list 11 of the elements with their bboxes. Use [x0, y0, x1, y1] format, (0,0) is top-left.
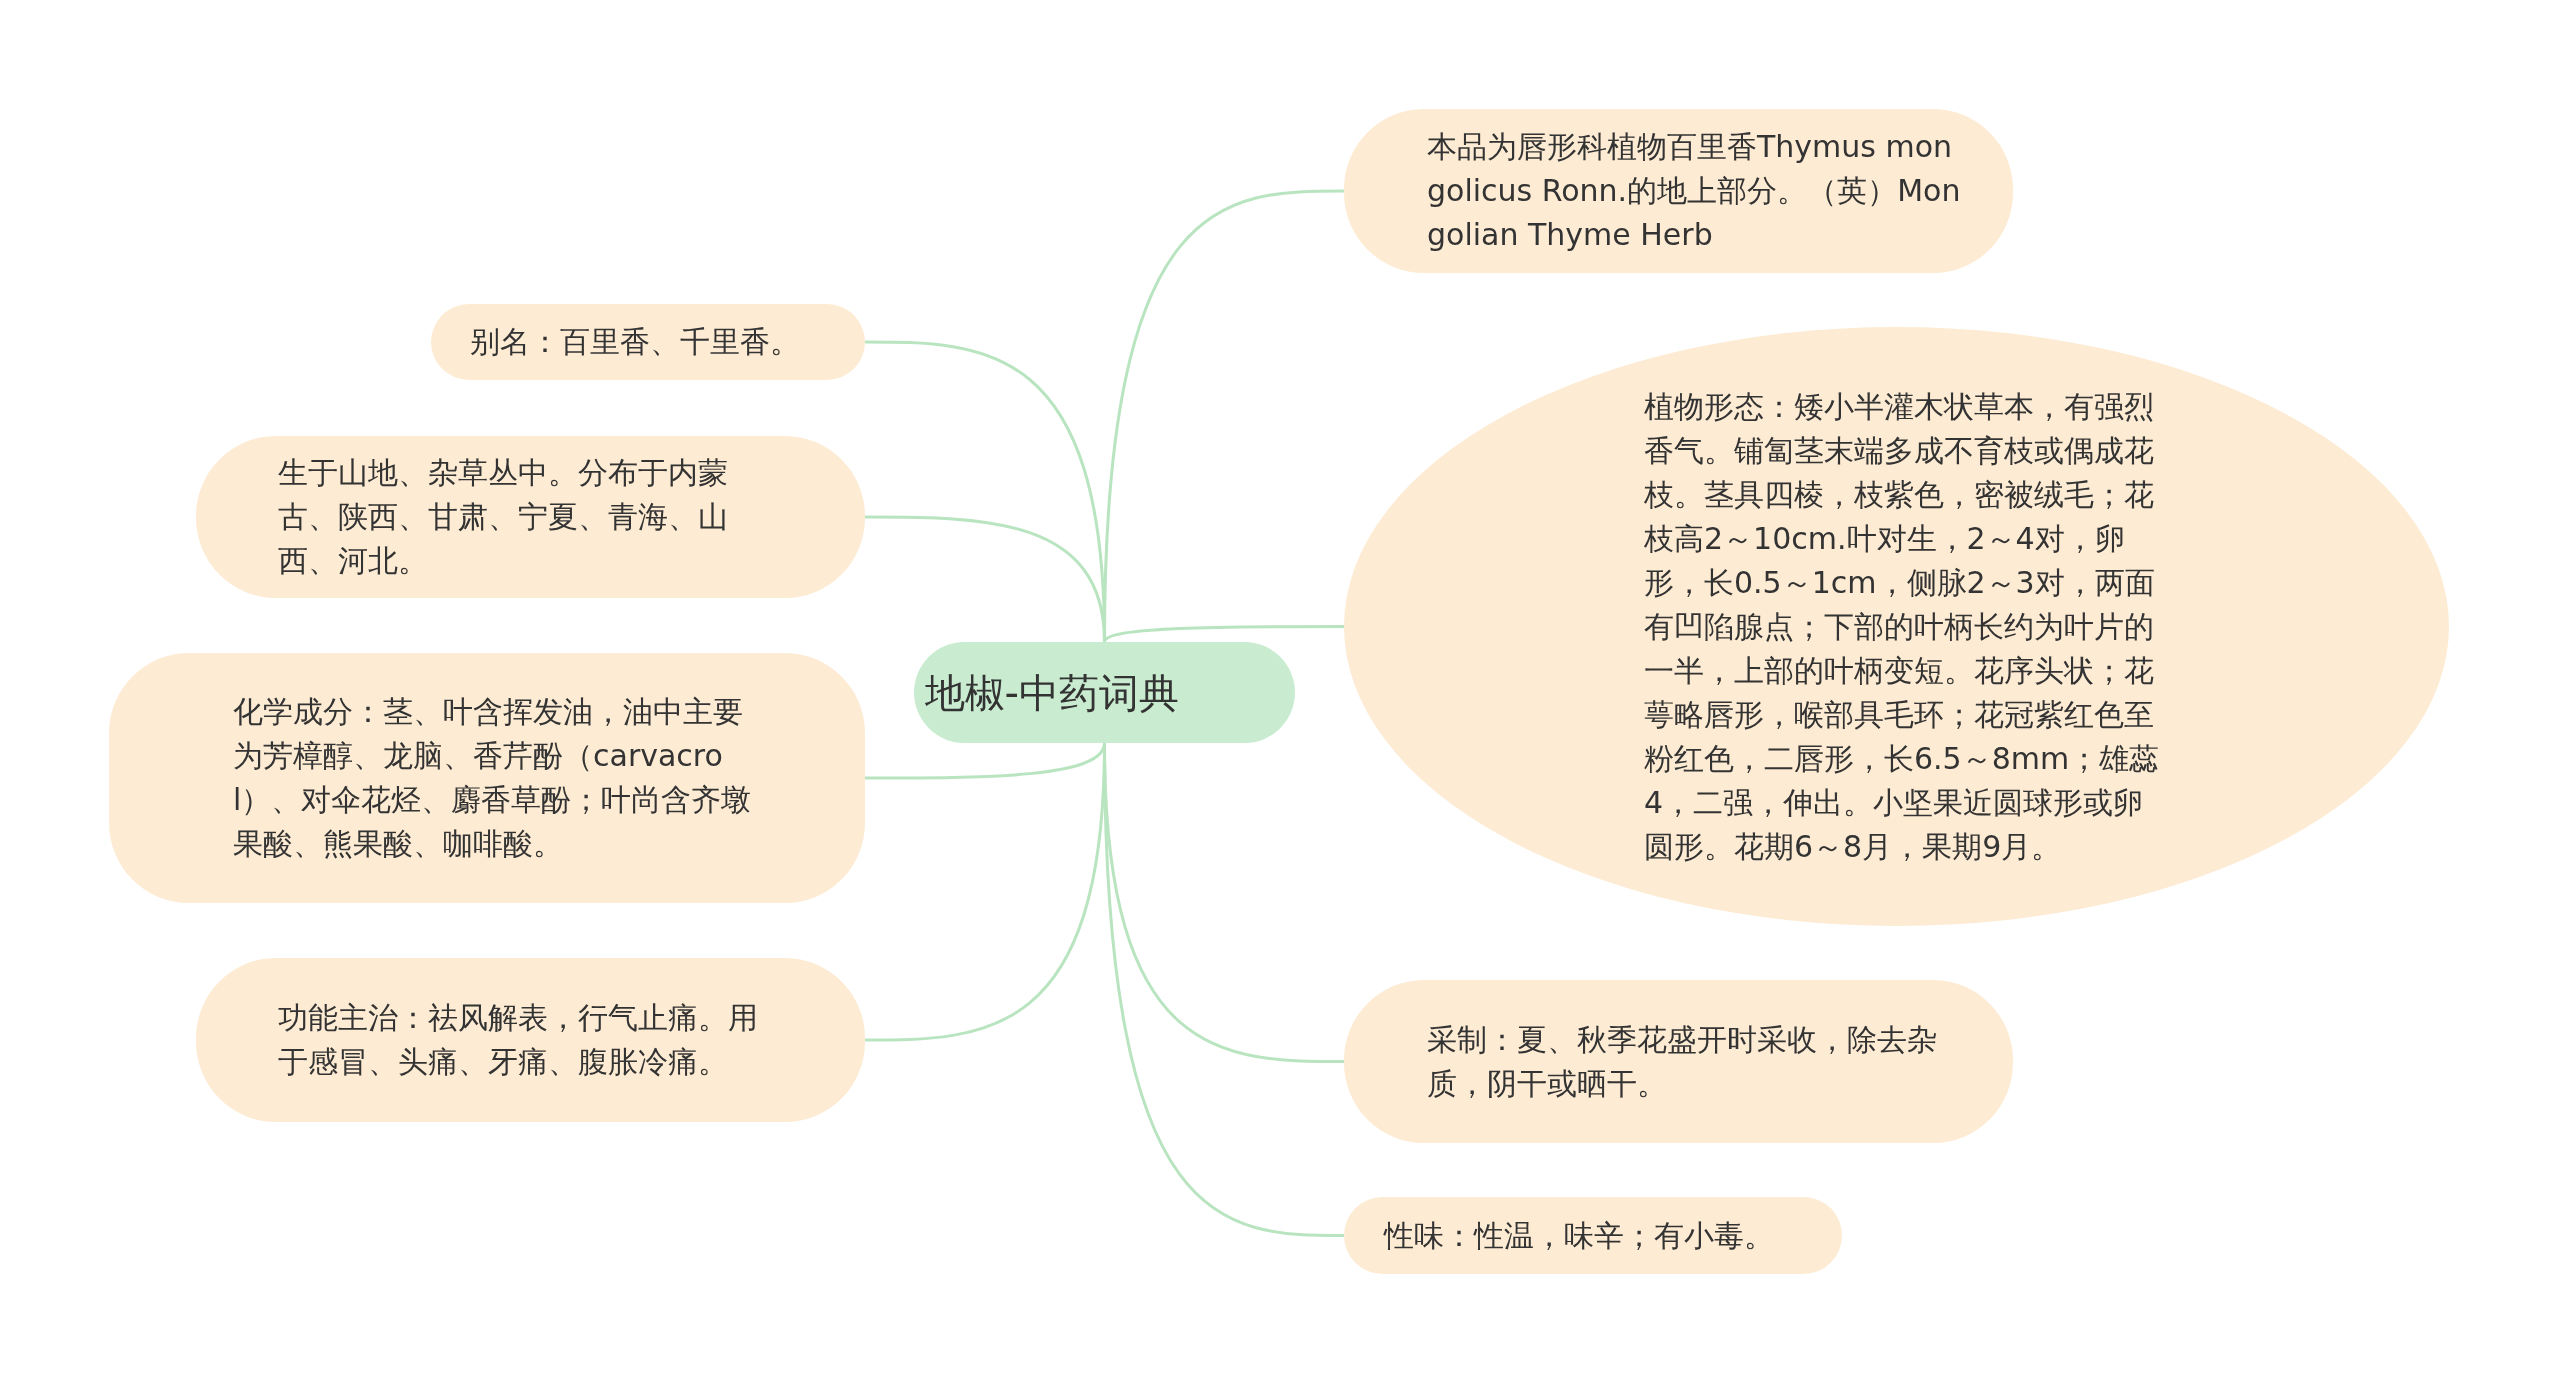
branch-text: 采制：夏、秋季花盛开时采收，除去杂质，阴干或晒干。	[1427, 1020, 1938, 1103]
topic-text: 地椒-中药词典	[924, 668, 1180, 718]
branch-text: 植物形态：矮小半灌木状草本，有强烈香气。铺匐茎末端多成不育枝或偶成花枝。茎具四棱，枝紫色，密被绒毛；花枝高2～10cm.叶对生，2～4对，卵形，长0.5～1cm，侧脉2～3对，两面有凹陷腺点；下部的叶柄长约为叶片的一半，上部的叶柄变短。花序头状；花萼略唇形，喉部具毛环；花冠紫红色至粉红色，二唇形，长6.5～8mm；雄蕊4，二强，伸出。小坚果近圆球形或卵圆形。花期6～8月，果期9月。	[1644, 387, 2161, 866]
branch-text: 别名：百里香、千里香。	[470, 323, 801, 361]
branch-text: 本品为唇形科植物百里香Thymus mongolicus Ronn.的地上部分。（英）Mongolian Thyme Herb	[1427, 128, 1962, 254]
branch-text: 生于山地、杂草丛中。分布于内蒙古、陕西、甘肃、宁夏、青海、山西、河北。	[278, 454, 729, 580]
branch-text: 功能主治：祛风解表，行气止痛。用于感冒、头痛、牙痛、腹胀冷痛。	[278, 999, 759, 1081]
branch-text: 性味：性温，味辛；有小毒。	[1384, 1216, 1775, 1255]
branch-text: 化学成分：茎、叶含挥发油，油中主要为芳樟醇、龙脑、香芹酚（carvacrol）、对伞花烃、麝香草酚；叶尚含齐墩果酸、熊果酸、咖啡酸。	[233, 693, 753, 863]
connector	[1103, 625, 1344, 643]
branch-box	[109, 653, 865, 903]
